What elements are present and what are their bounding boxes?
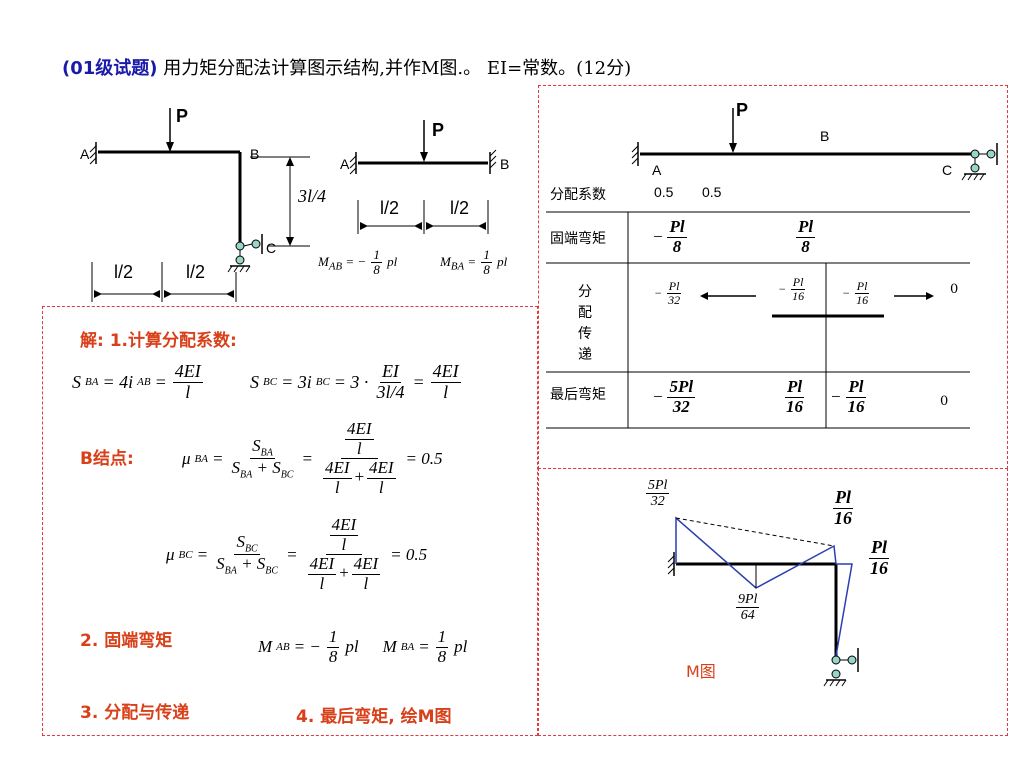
label-b-left: B — [250, 146, 260, 162]
row-distribution: 分 配 传 递 — [578, 284, 592, 363]
m-diagram-label: M图 — [686, 662, 716, 681]
step2-label: 2. 固端弯矩 — [80, 631, 173, 651]
dist-factor-ba: 0.5 — [654, 184, 674, 200]
label-a-mid: A — [340, 156, 350, 172]
title-text: 用力矩分配法计算图示结构,并作M图.。 EI=常数。(12分) — [163, 58, 632, 79]
m-diagram-frame — [538, 468, 1008, 736]
height-dim: 3l/4 — [298, 186, 327, 206]
dim-half-2: l/2 — [186, 262, 206, 282]
table-label-c: C — [942, 162, 953, 178]
step3-label: 3. 分配与传递 — [80, 703, 190, 723]
exam-tag: (01级试题) — [62, 58, 158, 79]
dim-half-1: l/2 — [114, 262, 134, 282]
label-c-left: C — [266, 240, 277, 256]
label-a-left: A — [80, 146, 90, 162]
table-label-b: B — [820, 128, 830, 144]
solution-frame — [42, 306, 538, 736]
step4-label: 4. 最后弯矩, 绘M图 — [296, 707, 452, 727]
row-dist-factor: 分配系数 — [550, 187, 606, 203]
dist-factor-bc: 0.5 — [702, 184, 722, 200]
row-fixed-moment: 固端弯矩 — [550, 231, 606, 247]
row-final-moment: 最后弯矩 — [550, 387, 606, 403]
load-p-mid: P — [432, 120, 445, 140]
load-p-left: P — [176, 106, 189, 126]
solution-heading: 解: 1.计算分配系数: — [80, 331, 237, 351]
dim-half-a: l/2 — [380, 198, 400, 218]
problem-title: (01级试题) 用力矩分配法计算图示结构,并作M图.。 EI=常数。(12分) — [62, 54, 631, 80]
load-p-table: P — [736, 100, 749, 120]
dim-half-b: l/2 — [450, 198, 470, 218]
b-node-label: B结点: — [80, 449, 134, 469]
carry-cb: 0 — [950, 282, 959, 297]
table-label-a: A — [652, 162, 662, 178]
label-b-mid: B — [500, 156, 510, 172]
final-cb: 0 — [940, 394, 949, 409]
